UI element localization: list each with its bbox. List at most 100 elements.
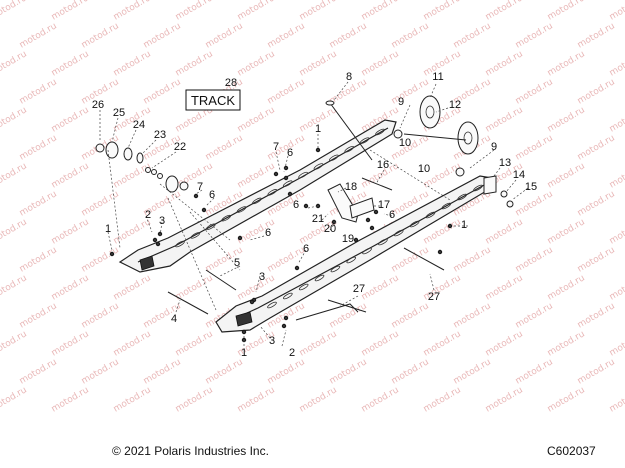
bent-bar-lower xyxy=(295,303,359,321)
callout-c6c: 6 xyxy=(265,227,271,239)
watermark-text: motod.ru xyxy=(360,0,401,23)
callout-c10b: 10 xyxy=(418,163,430,175)
rail-slot xyxy=(378,238,388,246)
watermark-text: motod.ru xyxy=(142,357,183,386)
watermark-text: motod.ru xyxy=(0,273,29,302)
rail-slot xyxy=(282,180,293,187)
fastener xyxy=(283,175,289,181)
axle-spacer-left xyxy=(393,129,403,139)
leader-line xyxy=(111,117,119,143)
watermark-text: motod.ru xyxy=(112,0,153,23)
callout-numbers: 1111223334566666677899101011121314151617… xyxy=(92,71,537,359)
watermark-text: motod.ru xyxy=(546,385,587,414)
watermark-text: motod.ru xyxy=(546,105,587,134)
watermark-text: motod.ru xyxy=(112,161,153,190)
rail-slot xyxy=(359,137,370,144)
callout-c25: 25 xyxy=(113,107,125,119)
watermark-text: motod.ru xyxy=(204,21,245,50)
watermark-text: motod.ru xyxy=(422,0,463,23)
rail-slot xyxy=(252,197,262,205)
shaft-27-lower xyxy=(327,299,367,313)
leader-line xyxy=(281,329,287,347)
watermark-text: motod.ru xyxy=(546,329,587,358)
watermark-text: motod.ru xyxy=(576,21,617,50)
fastener xyxy=(249,299,255,305)
watermark-text: motod.ru xyxy=(546,273,587,302)
watermark-text: motod.ru xyxy=(266,21,307,50)
callout-c1d: 1 xyxy=(241,347,247,359)
rail-slot xyxy=(409,220,420,228)
leader-line xyxy=(107,231,113,251)
leader-line xyxy=(283,155,289,173)
fastener xyxy=(287,191,293,197)
watermark-text: motod.ru xyxy=(452,21,493,50)
rail-slot xyxy=(236,206,247,213)
watermark-text: motod.ru xyxy=(484,217,525,246)
rail-slot xyxy=(267,189,278,196)
watermark-text: motod.ru xyxy=(0,161,29,190)
watermark-text: motod.ru xyxy=(360,49,401,78)
rail-slot xyxy=(473,184,483,192)
watermark-text: motod.ru xyxy=(576,301,617,330)
watermark-text: motod.ru xyxy=(608,385,625,414)
callout-c3a: 3 xyxy=(159,215,165,227)
callout-c26: 26 xyxy=(92,99,104,111)
leader-line xyxy=(511,187,529,201)
assembly-guide xyxy=(167,197,217,311)
watermark-text: motod.ru xyxy=(204,357,245,386)
washer-part-right xyxy=(179,181,189,191)
watermark-text: motod.ru xyxy=(514,77,555,106)
assembly-guide xyxy=(107,149,121,249)
watermark-text: motod.ru xyxy=(390,245,431,274)
callout-c21: 21 xyxy=(312,213,324,225)
watermark-text: motod.ru xyxy=(174,0,215,23)
watermark-text: motod.ru xyxy=(142,21,183,50)
watermark-text: motod.ru xyxy=(328,357,369,386)
watermark-text: motod.ru xyxy=(328,21,369,50)
leader-line xyxy=(469,149,495,169)
watermark-text: motod.ru xyxy=(546,161,587,190)
callout-c12: 12 xyxy=(449,99,461,111)
watermark-text: motod.ru xyxy=(452,357,493,386)
fastener xyxy=(283,315,289,321)
watermark-text: motod.ru xyxy=(174,385,215,414)
front-shaft xyxy=(329,102,373,161)
fastener xyxy=(315,147,321,153)
callout-c18: 18 xyxy=(345,181,357,193)
watermark-text: motod.ru xyxy=(298,49,339,78)
callout-c4: 4 xyxy=(171,313,177,325)
leader-line xyxy=(337,187,347,193)
watermark-text: motod.ru xyxy=(546,217,587,246)
watermark-text: motod.ru xyxy=(50,329,91,358)
watermark-text: motod.ru xyxy=(112,273,153,302)
leader-line xyxy=(145,215,153,233)
watermark-text: motod.ru xyxy=(576,245,617,274)
leader-line xyxy=(205,197,215,207)
callout-c27a: 27 xyxy=(353,283,365,295)
rail-slot xyxy=(441,202,452,210)
watermark-text: motod.ru xyxy=(514,21,555,50)
watermark-text: motod.ru xyxy=(452,301,493,330)
rail-slot xyxy=(393,229,404,237)
rail-slot xyxy=(375,128,385,136)
rail-slot xyxy=(190,232,201,239)
watermark-text: motod.ru xyxy=(422,329,463,358)
watermark-text: motod.ru xyxy=(18,189,59,218)
leader-line xyxy=(329,221,337,231)
watermark-text: motod.ru xyxy=(608,0,625,23)
callout-c28: 28 xyxy=(225,77,237,89)
watermark-text: motod.ru xyxy=(452,245,493,274)
copyright-text: © 2021 Polaris Industries Inc. xyxy=(112,444,269,458)
watermark-text: motod.ru xyxy=(546,0,587,23)
watermark-text: motod.ru xyxy=(608,217,625,246)
shaft-4 xyxy=(167,291,209,315)
watermark-text: motod.ru xyxy=(0,0,29,23)
rail-slot xyxy=(313,163,324,170)
fastener xyxy=(109,251,115,257)
leader-line xyxy=(151,151,177,169)
watermark-text: motod.ru xyxy=(576,77,617,106)
watermark-text: motod.ru xyxy=(576,189,617,218)
leader-line xyxy=(249,235,265,241)
watermark-text: motod.ru xyxy=(50,273,91,302)
